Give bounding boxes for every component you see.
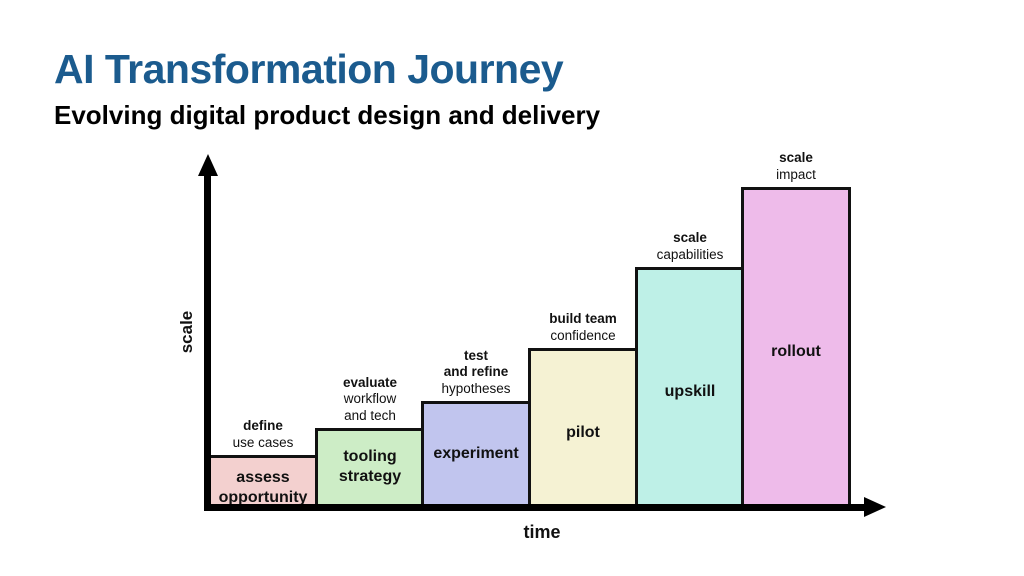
stage-label-line: assess <box>236 469 290 486</box>
y-axis-arrow-icon <box>198 154 218 176</box>
goal-line: impact <box>776 166 816 182</box>
step-bar-tooling-strategy: tooling strategy <box>315 428 425 507</box>
x-axis-arrow-icon <box>864 497 886 517</box>
step-stage-label: experiment <box>424 444 528 464</box>
step-bar-experiment: experiment <box>421 401 531 507</box>
stage-label-line: upskill <box>664 383 716 400</box>
stage-label-line: tooling <box>343 448 397 465</box>
stage-label-line: pilot <box>566 424 600 441</box>
goal-line: use cases <box>232 434 294 450</box>
goal-line: confidence <box>550 327 616 343</box>
stage-label-line: strategy <box>338 468 402 485</box>
stage-label-line: experiment <box>433 445 519 462</box>
step-bar-pilot: pilot <box>528 348 638 507</box>
goal-bold-line: scale <box>779 150 813 165</box>
y-axis <box>204 170 211 511</box>
stage-label-line: opportunity <box>218 489 308 506</box>
step-stage-label: upskill <box>638 382 742 402</box>
step-stage-label: assess opportunity <box>211 468 315 508</box>
goal-line: capabilities <box>656 246 724 262</box>
step-stage-label: rollout <box>744 342 848 362</box>
step-bar-rollout: rollout <box>741 187 851 507</box>
page-subtitle: Evolving digital product design and deli… <box>54 100 601 130</box>
goal-bold-line: test <box>463 347 488 363</box>
step-bar-assess-opportunity: assess opportunity <box>208 455 318 507</box>
goal-bold-line: scale <box>673 230 707 245</box>
stage-label-line: rollout <box>771 343 821 360</box>
goal-bold-line: evaluate <box>342 374 398 390</box>
page-title: AI Transformation Journey <box>54 46 564 92</box>
goal-line: and tech <box>344 407 396 423</box>
x-axis <box>204 504 868 511</box>
step-stage-label: tooling strategy <box>318 447 422 487</box>
y-axis-label: scale <box>177 310 196 354</box>
x-axis-label: time <box>523 522 561 542</box>
goal-line: workflow <box>343 391 397 406</box>
goal-bold-line: and refine <box>443 364 509 379</box>
step-bar-upskill: upskill <box>635 267 745 507</box>
goal-bold-line: build team <box>549 311 617 326</box>
step-stage-label: pilot <box>531 423 635 443</box>
goal-line: hypotheses <box>441 380 511 396</box>
goal-bold-line: define <box>243 418 283 433</box>
